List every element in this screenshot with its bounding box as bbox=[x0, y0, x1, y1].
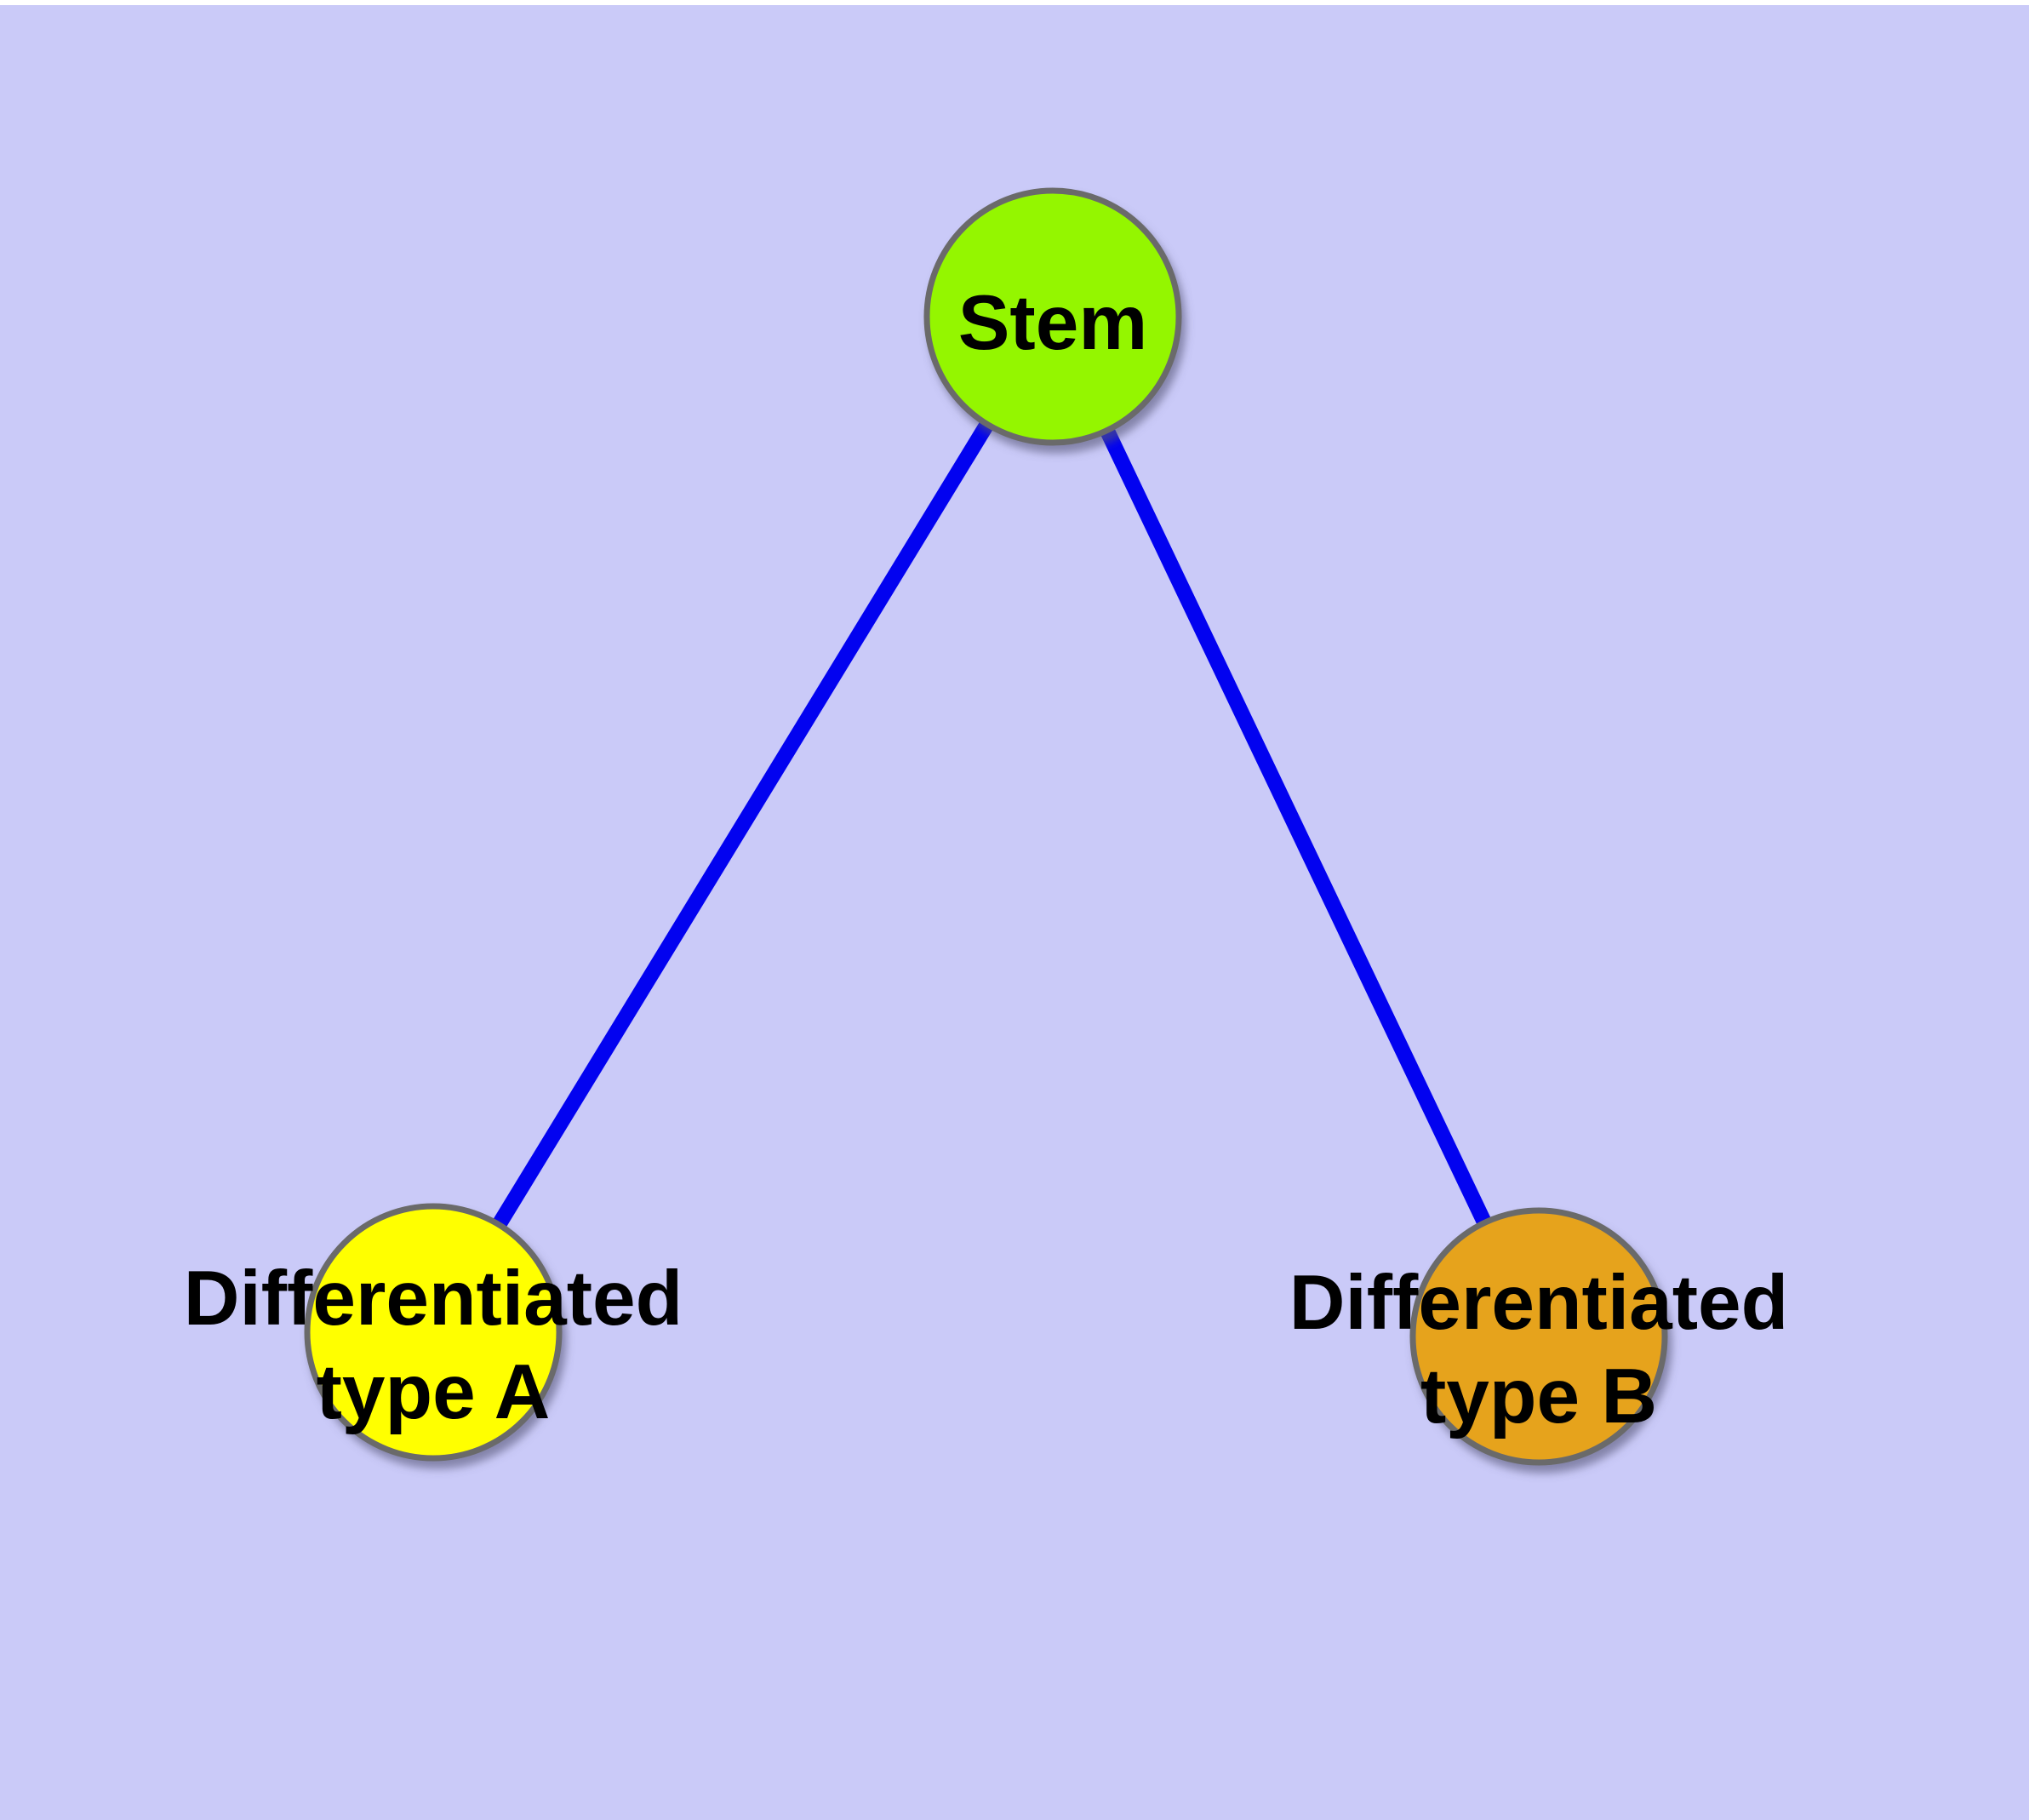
node-stem-circle bbox=[923, 187, 1182, 446]
node-stem-label: Stem bbox=[958, 277, 1148, 370]
node-type-b-label-line1: Differentiated bbox=[1289, 1260, 1789, 1346]
node-type-b-label-line2: type B bbox=[1420, 1354, 1658, 1439]
node-type-a-circle bbox=[304, 1203, 563, 1462]
node-type-b-circle bbox=[1409, 1207, 1668, 1466]
node-type-a-label: Differentiated type A bbox=[184, 1252, 683, 1439]
edge-stem-to-type-b bbox=[1045, 313, 1546, 1340]
edge-stem-to-type-a bbox=[426, 312, 1060, 1336]
node-type-a-label-line1: Differentiated bbox=[183, 1256, 683, 1342]
node-stem-label-line1: Stem bbox=[957, 280, 1148, 366]
node-type-b-label: Differentiated type B bbox=[1289, 1256, 1789, 1444]
node-type-a-label-line2: type A bbox=[316, 1349, 551, 1435]
